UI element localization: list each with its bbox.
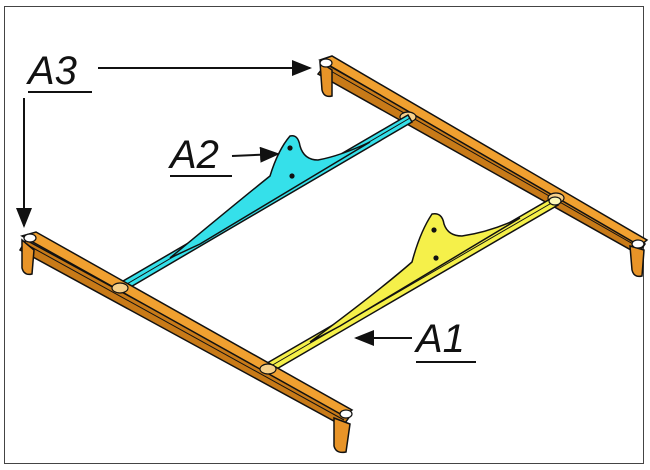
- rail-front-leg-left: [21, 238, 35, 276]
- arrow-icon: [16, 60, 412, 346]
- rail-front-leg-right: [333, 416, 351, 454]
- a2-cross-member: [113, 113, 414, 294]
- rail-back-leg-right: [629, 244, 645, 278]
- rail-front-top: [20, 231, 354, 417]
- rail-back-side: [316, 63, 647, 255]
- a3-back-rail: [316, 55, 649, 278]
- a2-arrow: [231, 146, 280, 163]
- rail-back-leg-left: [319, 60, 333, 98]
- label-a2: A2: [168, 133, 219, 177]
- a1-cross-member: [260, 196, 562, 375]
- label-a3: A3: [26, 49, 77, 93]
- label-a1: A1: [414, 317, 465, 361]
- a3-front-rail: [18, 231, 354, 454]
- rail-back-top: [318, 55, 649, 247]
